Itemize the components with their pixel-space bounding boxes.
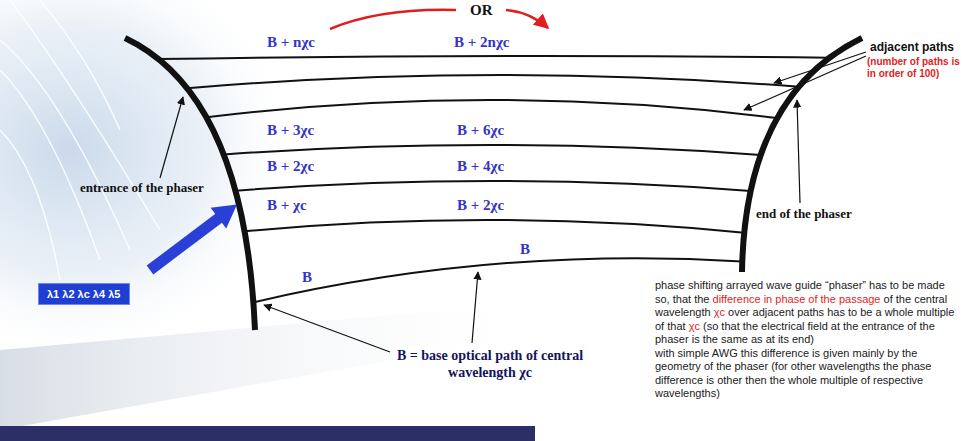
or-arrow [330,10,456,29]
leader-line [160,97,183,178]
path-length: B + 6χc [455,121,506,139]
leader-line [264,305,390,352]
path-length: B + 2χc [455,196,506,214]
explanation-paragraph: phase shifting arrayed wave guide “phase… [655,279,957,347]
explanation-paragraph: with simple AWG this difference is given… [655,347,957,401]
bottom-banner [0,426,535,441]
leader-line [797,100,800,203]
annotation-note: (number of paths is in order of 100) [867,56,961,79]
path-length: B [518,240,532,258]
wavelength-box: λ1 λ2 λc λ4 λ5 [38,283,130,305]
input-arrow-head [211,205,237,229]
fiber-glow [0,0,300,360]
waveguide-path [236,181,751,191]
path-length: B + χc [265,196,309,214]
waveguide-path [245,220,745,233]
choice-word: OR [470,1,493,19]
path-length: B [300,268,314,286]
path-length: B + 2χc [265,157,316,175]
leader-line [774,52,866,83]
annotation: end of the phaser [756,206,852,222]
leader-line [744,56,866,110]
path-length: B + nχc [265,33,317,51]
fiber-strand [10,0,160,230]
annotation: entrance of the phaser [80,180,204,196]
waveguide-path [187,75,799,88]
fiber-strand [40,0,120,130]
or-arrow [506,10,548,28]
path-length: B + 4χc [455,157,506,175]
annotation: adjacent paths [870,40,954,54]
explanation-text-run: with simple AWG this difference is given… [655,347,931,400]
leader-line [472,272,478,343]
waveguide-path [224,145,761,155]
input-arrow-shaft [150,217,221,271]
highlighted-text: χc [689,320,700,332]
fiber-strand [0,40,130,250]
fiber-strand [0,130,60,280]
highlighted-text: difference in phase of the passage [713,293,881,305]
waveguide-path [159,56,830,59]
base-path-note: B = base optical path of central wavelen… [392,346,588,384]
highlighted-text: χc [714,306,725,318]
wavelength-list: λ1 λ2 λc λ4 λ5 [47,288,120,300]
waveguide-path [207,100,778,118]
explanation-text: phase shifting arrayed wave guide “phase… [655,279,957,401]
path-length: B + 2nχc [452,33,511,51]
waveguide-paths [159,56,830,302]
path-length: B + 3χc [265,121,316,139]
